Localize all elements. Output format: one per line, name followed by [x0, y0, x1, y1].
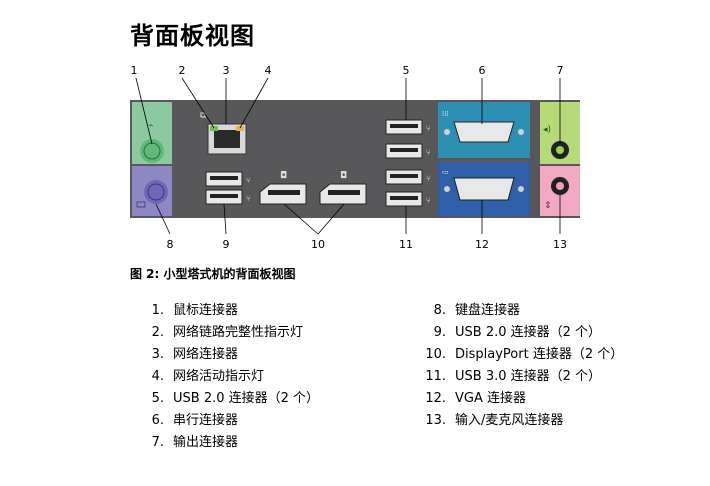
list-item-text: 网络链路完整性指示灯	[173, 325, 304, 340]
list-item-number: 1.	[151, 303, 164, 318]
keyboard-port-pins	[147, 183, 165, 201]
speaker-icon: ◂)	[543, 125, 551, 135]
callout-1: 1	[131, 64, 138, 77]
list-item-number: 4.	[151, 369, 164, 384]
list-item: 3. 网络连接器	[136, 344, 319, 366]
usb-icon: ⑂	[246, 194, 251, 203]
line-out-jack	[556, 146, 564, 154]
list-item-text: USB 2.0 连接器（2 个）	[173, 391, 320, 406]
monitor-icon: ▭	[442, 168, 449, 176]
mouse-icon: ⌁	[148, 121, 153, 131]
list-item-number: 7.	[151, 435, 164, 450]
list-item-number: 6.	[151, 413, 164, 428]
list-item: 6. 串行连接器	[136, 410, 319, 432]
usb-icon: ⑂	[426, 148, 431, 157]
list-item: 11. USB 3.0 连接器（2 个）	[412, 366, 623, 388]
keyboard-icon	[136, 201, 146, 208]
vga-screw-right	[518, 186, 524, 192]
serial-screw-right	[518, 129, 524, 135]
list-item-text: DisplayPort 连接器（2 个）	[455, 347, 624, 362]
network-activity-light	[236, 126, 244, 131]
displayport-icon: ◘	[340, 171, 347, 181]
usb3-port-1-tongue	[390, 174, 418, 178]
list-item: 12. VGA 连接器	[412, 388, 623, 410]
list-item-text: USB 3.0 连接器（2 个）	[455, 369, 602, 384]
list-item-number: 2.	[151, 325, 164, 340]
list-item-number: 11.	[425, 369, 446, 384]
list-item-number: 5.	[151, 391, 164, 406]
list-item: 8. 键盘连接器	[412, 300, 623, 322]
usb2-port-lower-1-tongue	[210, 176, 238, 180]
callout-8: 8	[167, 238, 174, 251]
serial-port	[453, 121, 515, 143]
vga-port	[453, 177, 515, 201]
list-item: 4. 网络活动指示灯	[136, 366, 319, 388]
callout-lines	[135, 77, 561, 235]
list-item: 2. 网络链路完整性指示灯	[136, 322, 319, 344]
link-integrity-light	[210, 126, 218, 131]
callout-3: 3	[223, 64, 230, 77]
list-item: 1. 鼠标连接器	[136, 300, 319, 322]
callout-11: 11	[399, 238, 413, 251]
list-item-number: 9.	[433, 325, 446, 340]
usb-icon: ⑂	[426, 174, 431, 183]
displayport-2-slot	[328, 190, 360, 195]
list-item-text: 输入/麦克风连接器	[455, 413, 564, 428]
callout-12: 12	[475, 238, 489, 251]
list-item: 10. DisplayPort 连接器（2 个）	[412, 344, 623, 366]
list-item-text: 网络活动指示灯	[173, 369, 265, 384]
list-item-text: 鼠标连接器	[173, 303, 239, 318]
serial-screw-left	[444, 129, 450, 135]
mic-in-jack	[556, 182, 564, 190]
list-item: 7. 输出连接器	[136, 432, 319, 454]
back-panel-figure: ⌁ ⧉ ⑂ ⑂ ◘ ◘ ⑂ ⑂ ⑂ ⑂ ⁞⁞⁞ ▭ ◂)	[130, 64, 580, 251]
list-item: 13. 输入/麦克风连接器	[412, 410, 623, 432]
usb2-port-upper-1-tongue	[390, 124, 418, 128]
usb2-port-lower-2-tongue	[210, 194, 238, 198]
callout-2: 2	[179, 64, 186, 77]
connector-list-left: 1. 鼠标连接器 2. 网络链路完整性指示灯 3. 网络连接器 4. 网络活动指示灯 5…	[136, 300, 319, 454]
list-item: 9. USB 2.0 连接器（2 个）	[412, 322, 623, 344]
figure-caption: 图 2: 小型塔式机的背面板视图	[130, 267, 296, 281]
displayport-1-slot	[268, 190, 300, 195]
list-item-text: 键盘连接器	[455, 303, 521, 318]
microphone-icon: ⇕	[544, 201, 552, 211]
list-item-text: VGA 连接器	[455, 391, 526, 406]
callout-5: 5	[403, 64, 410, 77]
network-port-socket	[214, 130, 240, 148]
callout-4: 4	[265, 64, 272, 77]
displayport-icon: ◘	[280, 171, 287, 181]
callout-numbers: 1 2 3 4 5 6 7 8 9 10 11 12 13	[131, 64, 568, 251]
usb-icon: ⑂	[426, 124, 431, 133]
usb-icon: ⑂	[246, 176, 251, 185]
network-icon: ⧉	[200, 111, 207, 121]
callout-7: 7	[557, 64, 564, 77]
list-item: 5. USB 2.0 连接器（2 个）	[136, 388, 319, 410]
callout-6: 6	[479, 64, 486, 77]
list-item-number: 10.	[425, 347, 446, 362]
connector-list-right: 8. 键盘连接器 9. USB 2.0 连接器（2 个） 10. DisplayPor…	[412, 300, 623, 432]
list-item-number: 3.	[151, 347, 164, 362]
callout-10: 10	[311, 238, 325, 251]
list-item-number: 13.	[425, 413, 446, 428]
vga-screw-left	[444, 186, 450, 192]
usb3-port-2-tongue	[390, 196, 418, 200]
usb-icon: ⑂	[426, 196, 431, 205]
list-item-text: USB 2.0 连接器（2 个）	[455, 325, 602, 340]
list-item-text: 串行连接器	[173, 413, 239, 428]
usb2-port-upper-2-tongue	[390, 148, 418, 152]
list-item-text: 网络连接器	[173, 347, 239, 362]
list-item-number: 12.	[425, 391, 446, 406]
callout-9: 9	[223, 238, 230, 251]
serial-icon: ⁞⁞⁞	[442, 110, 449, 118]
list-item-number: 8.	[433, 303, 446, 318]
page-title: 背面板视图	[130, 22, 255, 50]
list-item-text: 输出连接器	[173, 435, 239, 450]
callout-13: 13	[553, 238, 567, 251]
